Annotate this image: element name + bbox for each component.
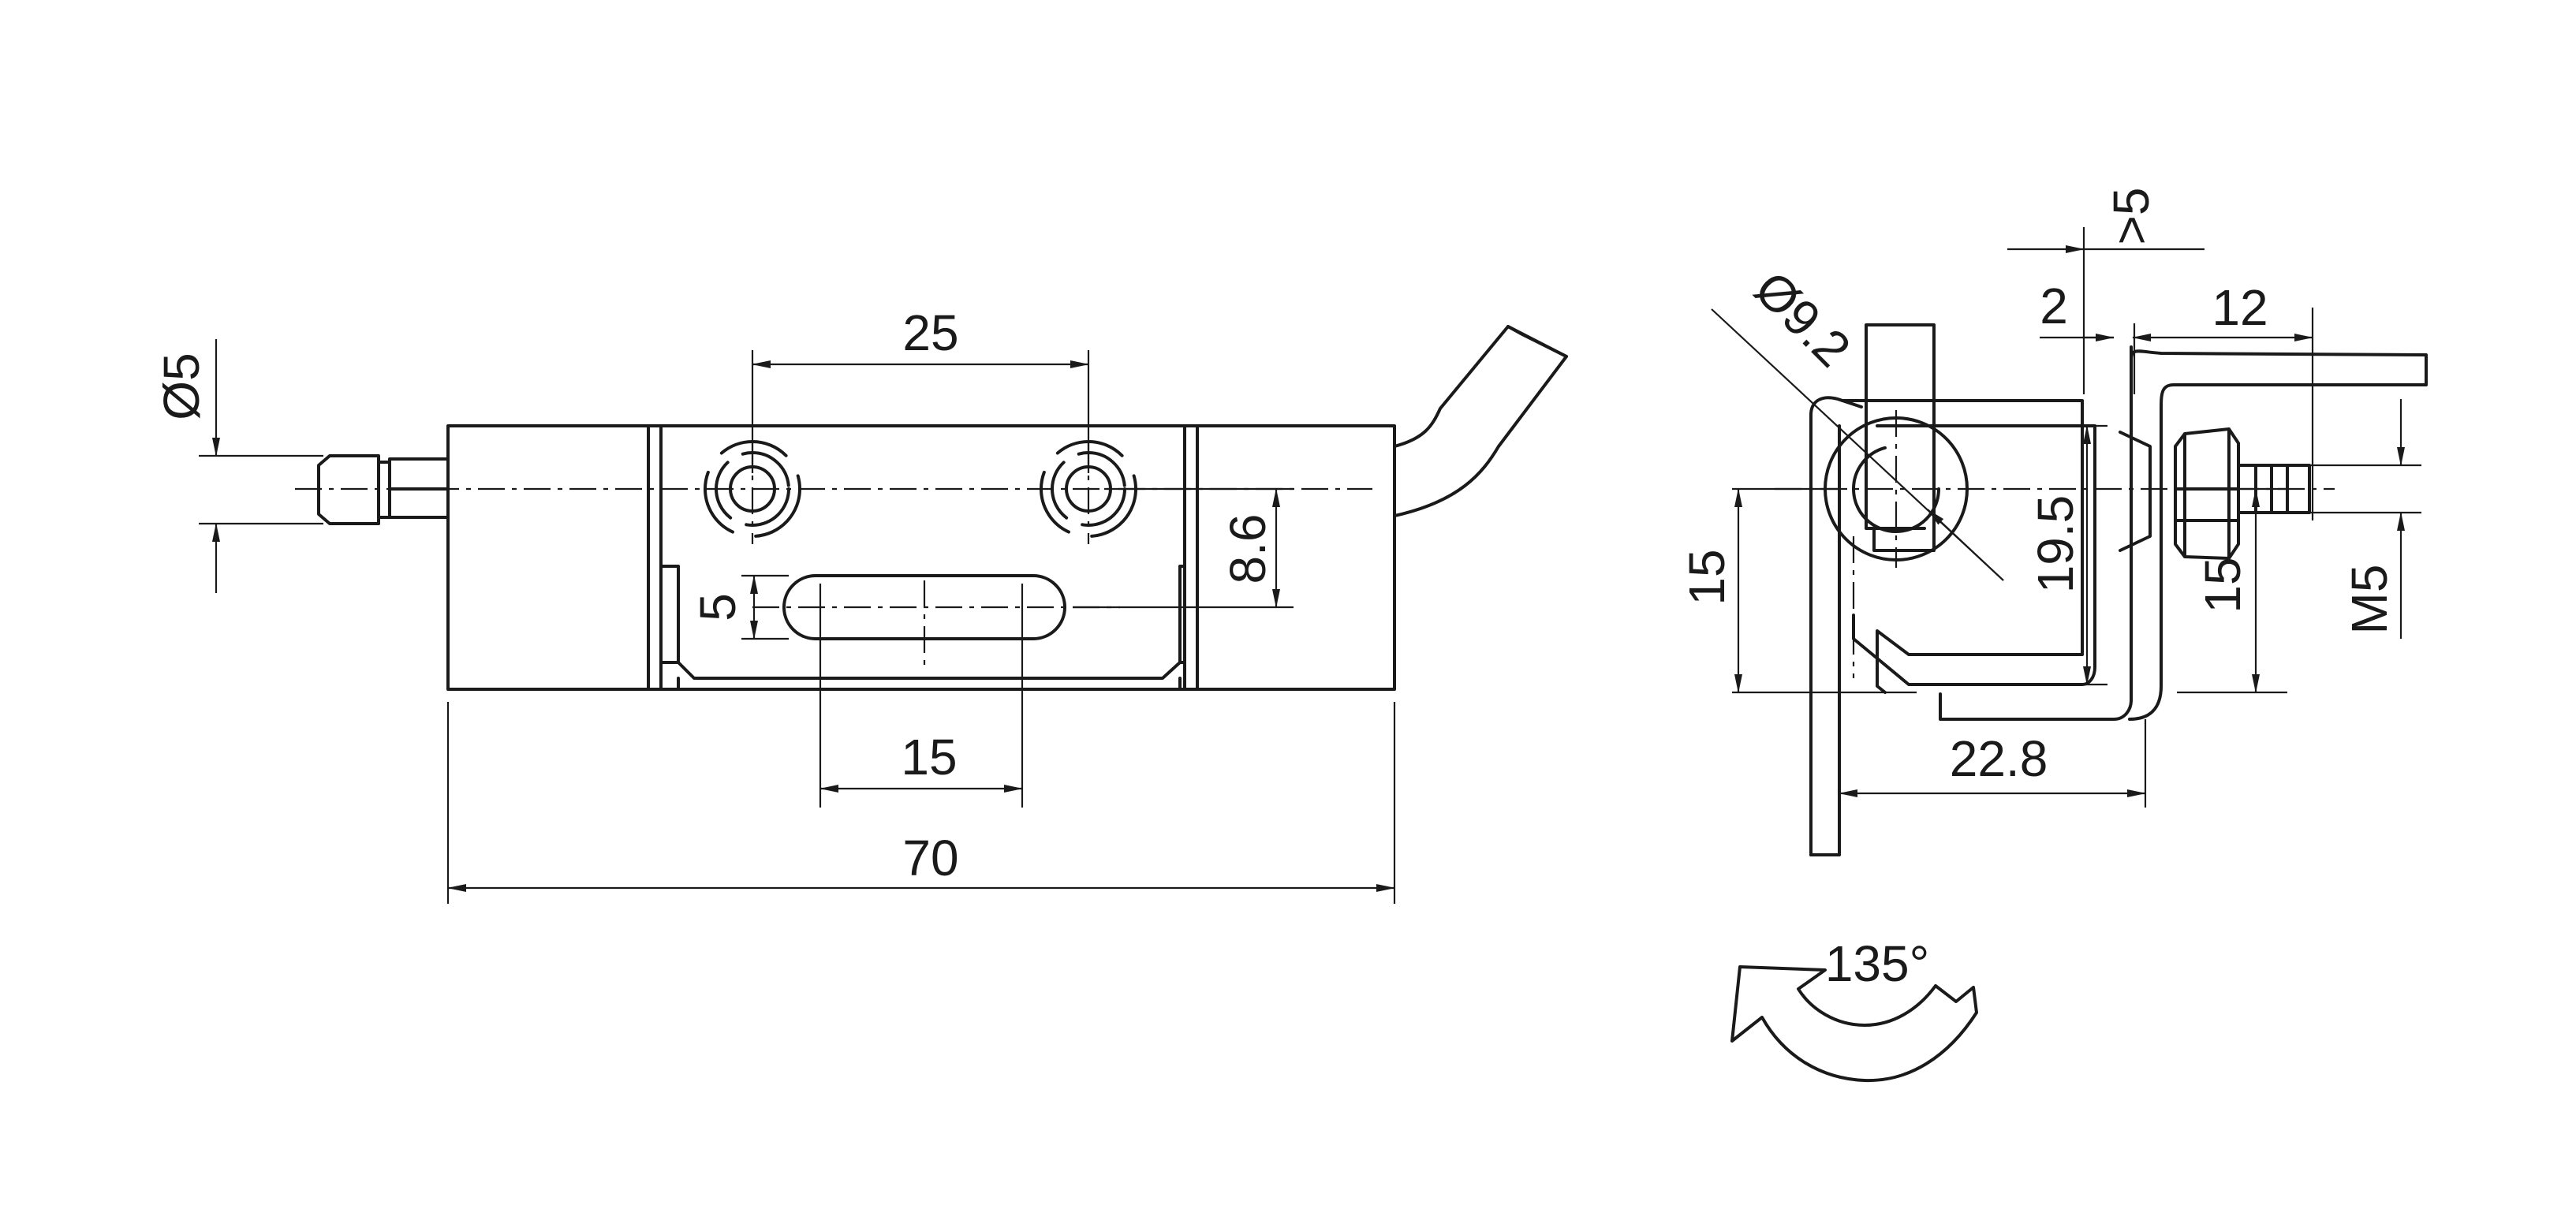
dim-slot-width: 5 (689, 574, 789, 640)
dim-slot-length: 15 (819, 584, 1024, 808)
dim-label-15-right: 15 (2194, 557, 2251, 613)
dim-label-15-left: 15 (1678, 549, 1735, 605)
dim-pin-diameter: Ø5 (153, 339, 323, 593)
dim-bore-diameter: Ø9.2 (1711, 260, 2004, 581)
dim-hole-spacing: 25 (751, 304, 1090, 473)
lever-tip (1506, 325, 1568, 358)
rotation-angle-label: 135° (1825, 935, 1929, 992)
pin-block (1865, 323, 1936, 552)
dim-depth: 22.8 (1839, 719, 2147, 808)
l-bracket (1852, 345, 2133, 721)
side-leaf-outer (1809, 396, 1863, 856)
dim-label-2: 2 (2040, 278, 2068, 334)
dim-bore-height: 15 (1678, 487, 1917, 694)
rotation-arrow-icon: 135° (1730, 935, 1978, 1083)
inner-gusset (2119, 431, 2152, 552)
lever-arm (1393, 325, 1568, 517)
hinge-body (446, 424, 1396, 691)
dim-label-12: 12 (2212, 279, 2268, 336)
dim-gap: 2 (2040, 278, 2136, 394)
dim-thread: M5 (2311, 399, 2421, 639)
dim-label-70: 70 (902, 830, 958, 886)
dim-label-19-5: 19.5 (2027, 495, 2084, 594)
side-view: >5 2 12 Ø9.2 19.5 (1678, 188, 2428, 856)
top-flange (2128, 349, 2428, 721)
dim-clearance: >5 (2007, 188, 2205, 394)
dim-label-m5: M5 (2341, 565, 2398, 635)
dim-hole-offset: 8.6 (1073, 487, 1294, 609)
dim-label-15-slot: 15 (901, 729, 957, 785)
pin-stub (317, 454, 450, 525)
dim-label-d5: Ø5 (153, 353, 210, 420)
dim-label-d9-2: Ø9.2 (1744, 260, 1861, 378)
dim-label-8-6: 8.6 (1219, 514, 1276, 584)
front-view: 25 70 15 5 8.6 (153, 304, 1568, 904)
side-leaf-inner (1809, 424, 1841, 856)
bolt-hex (2174, 427, 2240, 560)
bracket-top (1841, 399, 2084, 427)
dim-height: 19.5 (2027, 424, 2107, 686)
dim-label-25: 25 (902, 304, 958, 361)
dim-label-5: 5 (689, 593, 746, 621)
dim-thread-height: 15 (2177, 487, 2287, 694)
hinge-leaf (647, 424, 1199, 691)
dim-label-22-8: 22.8 (1950, 730, 2048, 787)
dim-flange: 12 (2132, 279, 2314, 520)
dim-label-gt5: >5 (2103, 188, 2160, 245)
dim-overall-length: 70 (446, 702, 1396, 904)
